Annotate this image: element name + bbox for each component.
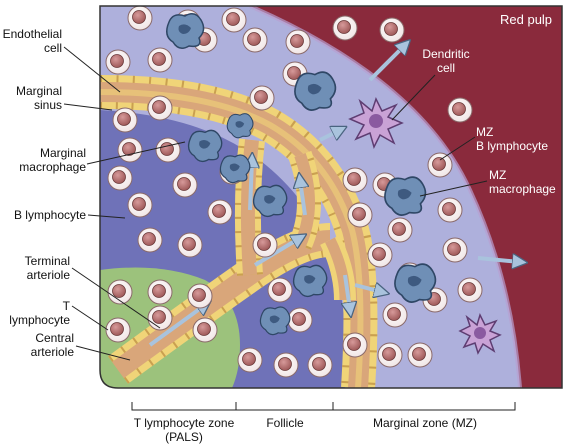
lymphocyte <box>147 95 173 121</box>
label-line: MZ <box>489 168 507 182</box>
lymphocyte <box>105 317 131 343</box>
lymphocyte <box>172 172 198 198</box>
lymphocyte <box>347 202 373 228</box>
lymphocyte <box>437 197 463 223</box>
lymphocyte <box>332 15 358 41</box>
lymphocyte-cells <box>105 6 483 378</box>
label-terminal-arteriole: Terminal arteriole <box>0 254 70 282</box>
leader-lines <box>63 46 488 361</box>
label-marginal-macrophage: Marginal macrophage <box>0 146 86 174</box>
macrophage-cells <box>166 13 437 336</box>
lymphocyte <box>105 49 131 75</box>
lymphocyte <box>107 279 133 305</box>
label-line: (PALS) <box>165 430 203 444</box>
lymphocyte <box>112 107 138 133</box>
label-mz-macrophage: MZ macrophage <box>489 168 556 196</box>
label-line: Marginal <box>15 84 62 98</box>
label-line: Endothelial <box>2 27 62 41</box>
macrophage <box>292 264 328 298</box>
lymphocyte <box>252 232 278 258</box>
label-line: arteriole <box>30 345 74 359</box>
lymphocyte <box>382 302 408 328</box>
macrophage <box>226 113 254 139</box>
lymphocyte <box>285 29 311 55</box>
label-central-arteriole: Central arteriole <box>0 331 74 359</box>
label-endothelial-cell: Endothelial cell <box>0 27 62 55</box>
label-line: arteriole <box>26 268 70 282</box>
label-mz-b-lymphocyte: MZ B lymphocyte <box>476 125 548 153</box>
label-line: Dendritic <box>422 47 470 61</box>
lymphocyte <box>407 342 433 368</box>
zone-label-pals: T lymphocyte zone (PALS) <box>120 416 248 444</box>
lymphocyte <box>442 237 468 263</box>
label-marginal-sinus: Marginal sinus <box>0 84 62 112</box>
lymphocyte <box>192 317 218 343</box>
zone-label-marginal-zone: Marginal zone (MZ) <box>372 416 478 430</box>
dendritic-cell <box>348 97 404 150</box>
label-line: cell <box>43 41 62 55</box>
lymphocyte <box>427 152 453 178</box>
lymphocyte <box>242 27 268 53</box>
lymphocyte <box>367 242 393 268</box>
lymphocyte <box>307 352 333 378</box>
lymphocyte <box>147 305 173 331</box>
lymphocyte <box>155 137 181 163</box>
lymphocyte <box>379 17 405 43</box>
macrophage <box>294 71 337 111</box>
lymphocyte <box>187 283 213 309</box>
lymphocyte <box>147 47 173 73</box>
lymphocyte <box>273 352 299 378</box>
marginal-sinus <box>100 75 378 388</box>
lymphocyte <box>127 192 153 218</box>
macrophage <box>187 129 223 163</box>
macrophage <box>166 13 205 49</box>
label-line: sinus <box>33 98 62 112</box>
lymphocyte <box>457 277 483 303</box>
label-line: macrophage <box>489 182 556 196</box>
label-line: macrophage <box>19 160 86 174</box>
macrophage <box>219 154 251 184</box>
lymphocyte <box>342 167 368 193</box>
label-line: Central <box>35 331 74 345</box>
macrophage <box>259 306 291 336</box>
label-line: MZ <box>476 125 494 139</box>
lymphocyte <box>287 307 313 333</box>
blood-flow-arrows <box>148 45 520 347</box>
label-line: Marginal <box>39 146 86 160</box>
lymphocyte <box>107 165 133 191</box>
macrophage <box>384 176 427 216</box>
lymphocyte <box>177 232 203 258</box>
label-dendritic-cell: Dendritic cell <box>414 47 478 75</box>
lymphocyte <box>387 217 413 243</box>
lymphocyte <box>377 342 403 368</box>
lymphocyte <box>207 199 233 225</box>
macrophage <box>394 263 437 303</box>
dendritic-cell <box>458 312 502 355</box>
label-line: T lymphocyte zone <box>133 416 235 430</box>
lymphocyte <box>147 279 173 305</box>
lymphocyte <box>447 97 473 123</box>
label-line: B lymphocyte <box>476 139 549 153</box>
lymphocyte <box>342 332 368 358</box>
lymphocyte <box>127 6 153 31</box>
label-line: Terminal <box>24 254 70 268</box>
lymphocyte <box>221 7 247 33</box>
dendritic-cells <box>348 97 502 355</box>
label-t-lymphocyte: T lymphocyte <box>9 299 70 327</box>
diagram-frame <box>99 5 563 389</box>
lymphocyte <box>137 227 163 253</box>
lymphocyte <box>237 347 263 373</box>
label-line: cell <box>436 61 455 75</box>
red-pulp-area <box>250 6 562 388</box>
zone-brackets <box>131 402 516 411</box>
tissue-region <box>100 6 562 388</box>
lymphocyte <box>117 137 143 163</box>
macrophage <box>252 184 288 218</box>
zone-label-follicle: Follicle <box>266 416 304 430</box>
lymphocyte <box>267 277 293 303</box>
label-red-pulp: Red pulp <box>500 12 553 27</box>
label-b-lymphocyte: B lymphocyte <box>13 208 86 222</box>
lymphocyte <box>249 85 275 111</box>
